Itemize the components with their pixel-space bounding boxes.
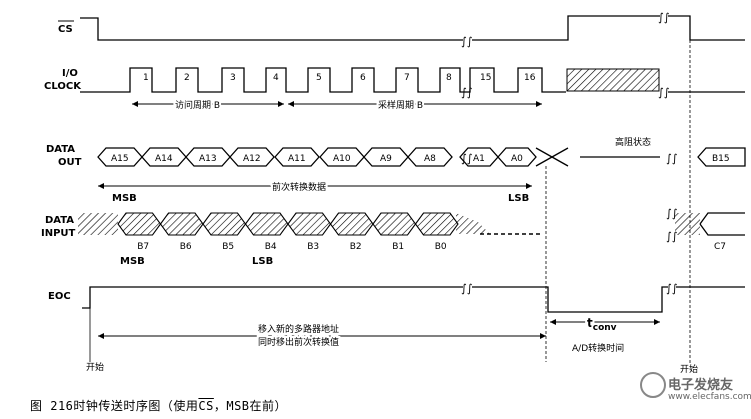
dout-cell-label-A13: A13 [199, 154, 217, 164]
hi-z-label: 高阻状态 [615, 136, 651, 148]
eoc-break-mark: ∫∫ [461, 282, 472, 295]
din-cell [372, 212, 417, 236]
din-cell [159, 212, 204, 236]
start-right-label: 开始 [680, 363, 698, 375]
eoc-break-mark-2: ∫∫ [666, 282, 677, 295]
clock-waveform [80, 67, 566, 93]
clock-number-7: 7 [404, 73, 410, 83]
dout-cell-after [697, 147, 746, 167]
din-cell-label-B1: B1 [392, 242, 404, 252]
cs-waveform-3 [668, 15, 745, 41]
din-cell [287, 212, 332, 236]
io-clock-label-2: CLOCK [44, 81, 82, 92]
din-cell [244, 212, 289, 236]
cs-waveform-2 [472, 15, 660, 41]
din-after [699, 212, 745, 225]
din-cell-label-B5: B5 [222, 242, 234, 252]
din-cell-label-B4: B4 [265, 242, 277, 252]
dout-cell-label-A10: A10 [333, 154, 351, 164]
sample-period-label: 采样周期 B [378, 99, 423, 111]
msb-in-label: MSB [120, 256, 145, 267]
dout-cell-A8 [407, 147, 453, 167]
watermark-logo-icon [640, 372, 666, 398]
clock-number-15: 15 [480, 73, 491, 83]
din-cell [414, 212, 459, 236]
caption-suffix: ，MSB在前） [213, 399, 288, 413]
dout-cell-label-A12: A12 [243, 154, 261, 164]
dout-break-mark: ∫∫ [461, 152, 472, 165]
dout-cell-label-A0: A0 [511, 154, 523, 164]
din-cell-label-B6: B6 [180, 242, 192, 252]
tconv-label: tconv [587, 316, 617, 333]
clock-number-2: 2 [184, 73, 190, 83]
din-cell-label-B2: B2 [350, 242, 362, 252]
caption-prefix: 图 216时钟传送时序图（使用 [30, 399, 199, 413]
ad-time-label: A/D转换时间 [572, 342, 624, 354]
cs-waveform [80, 17, 463, 41]
eoc-waveform [82, 286, 463, 309]
cs-break-mark-2: ∫∫ [658, 11, 669, 24]
mux-label-2: 同时移出前次转换值 [258, 336, 339, 348]
prev-data-label: 前次转换数据 [272, 181, 326, 193]
dout-cell-A11 [274, 147, 320, 167]
eoc-label: EOC [48, 291, 71, 302]
din-after-label: C7 [714, 242, 726, 252]
io-clock-label-1: I/O [62, 68, 78, 79]
clock-break-mark: ∫∫ [461, 86, 472, 99]
din-cell-label-B0: B0 [435, 242, 447, 252]
din-cell [117, 212, 162, 236]
caption-cs: CS [198, 399, 214, 413]
dout-break-mark-2: ∫∫ [666, 152, 677, 165]
clock-hatched-region [566, 68, 660, 92]
dout-cell-label-A15: A15 [111, 154, 129, 164]
watermark: 电子发烧友 www.elecfans.com [640, 370, 751, 410]
din-break-mark-2: ∫∫ [666, 230, 677, 243]
clock-number-6: 6 [360, 73, 366, 83]
din-break-mark: ∫∫ [666, 207, 677, 220]
mux-label-1: 移入新的多路器地址 [258, 323, 339, 335]
dout-release-2 [535, 147, 569, 167]
clock-number-16: 16 [524, 73, 536, 83]
din-hatch-end [675, 213, 700, 235]
watermark-url: www.elecfans.com [668, 392, 751, 402]
din-after-2 [699, 223, 745, 236]
lsb-in-label: LSB [252, 256, 273, 267]
lsb-out-label: LSB [508, 193, 529, 204]
msb-out-label: MSB [112, 193, 137, 204]
watermark-name: 电子发烧友 [668, 378, 734, 393]
data-input-label-2: INPUT [41, 228, 76, 239]
dout-cell-label-A1: A1 [473, 154, 485, 164]
start-left-label: 开始 [86, 361, 104, 373]
data-out-label-1: DATA [46, 144, 75, 155]
clock-number-3: 3 [230, 73, 236, 83]
din-hatch-tail [456, 213, 490, 234]
data-input-label-1: DATA [45, 215, 74, 226]
dout-cell-A12 [229, 147, 275, 167]
clock-number-8: 8 [446, 73, 452, 83]
cs-label: CS [58, 24, 73, 35]
figure-caption: 图 216时钟传送时序图（使用CS，MSB在前） [30, 397, 287, 414]
clock-number-4: 4 [273, 73, 279, 83]
dout-cell-label-A9: A9 [380, 154, 392, 164]
eoc-waveform-2 [472, 286, 668, 313]
din-hatch-start [78, 213, 118, 235]
dout-cell-label-A8: A8 [424, 154, 436, 164]
cs-break-mark: ∫∫ [461, 35, 472, 48]
din-cell-label-B7: B7 [137, 242, 149, 252]
clock-break-mark-2: ∫∫ [658, 86, 669, 99]
access-period-label: 访问周期 B [175, 99, 220, 111]
din-cell [329, 212, 374, 236]
data-out-label-2: OUT [58, 157, 82, 168]
clock-number-1: 1 [143, 73, 149, 83]
dout-cell-A0 [497, 147, 537, 167]
din-cell-label-B3: B3 [307, 242, 319, 252]
dout-cell-label-A14: A14 [155, 154, 173, 164]
dout-cell-after-label: B15 [712, 154, 730, 164]
dout-cell-label-A11: A11 [288, 154, 306, 164]
din-cell [202, 212, 247, 236]
clock-number-5: 5 [316, 73, 322, 83]
